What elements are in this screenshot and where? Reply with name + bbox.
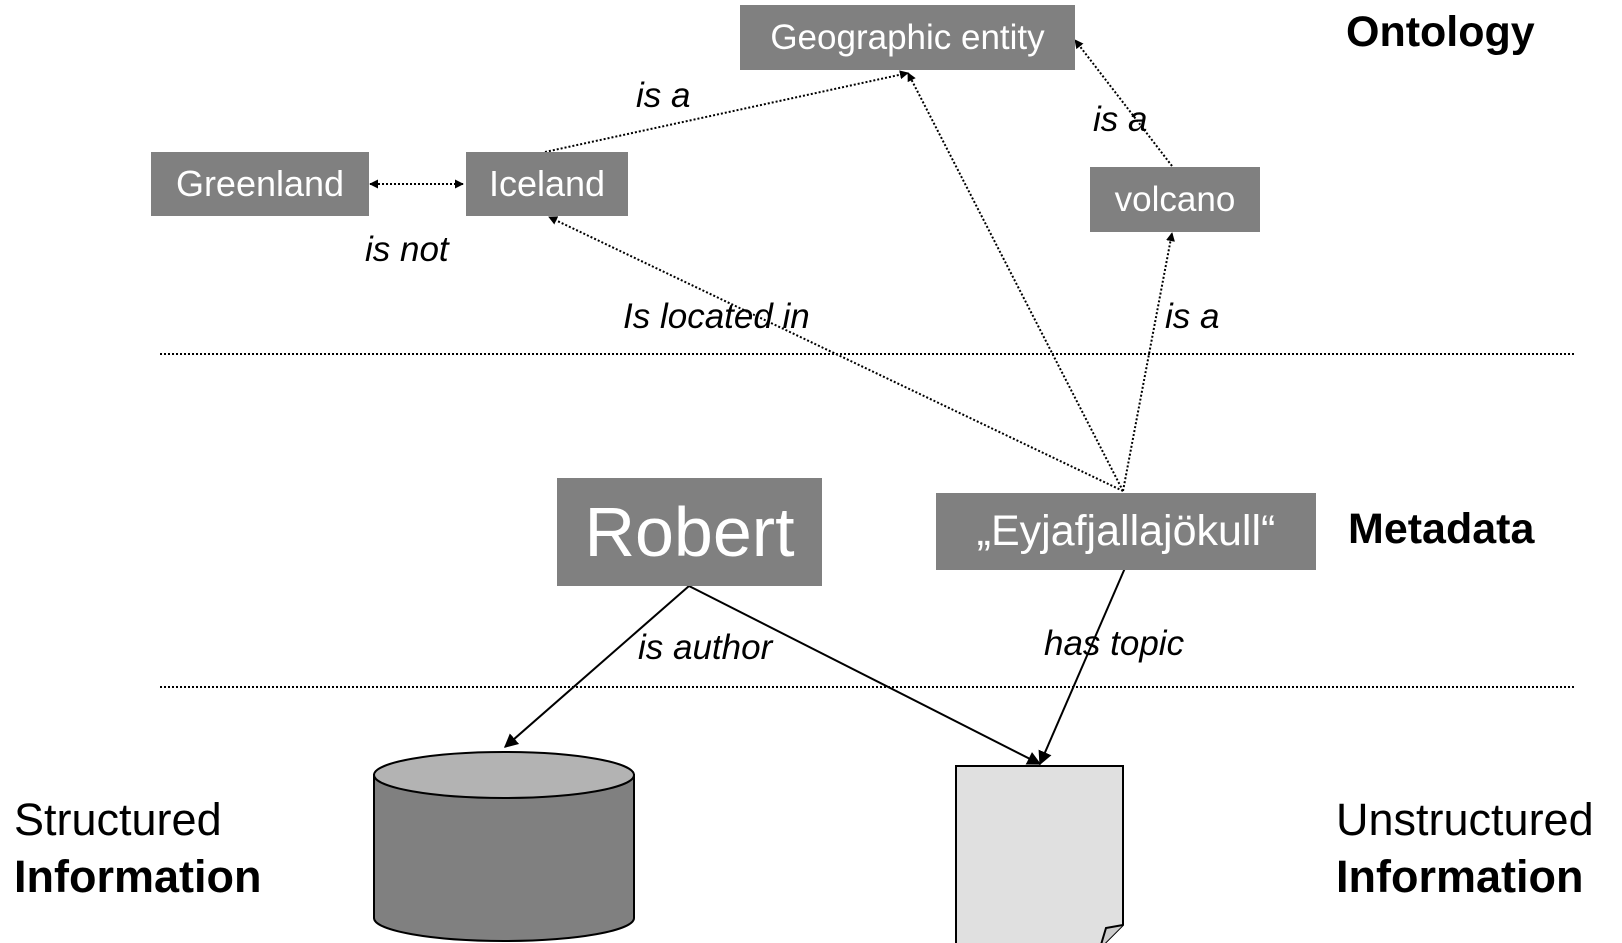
layer-title-ontology: Ontology — [1346, 8, 1535, 56]
database-cylinder-icon — [373, 751, 635, 942]
unstructured-information-label: Unstructured Information — [1336, 791, 1594, 905]
document-page-icon — [955, 765, 1124, 943]
edge-robert-is-author-database — [503, 585, 690, 748]
edge-eyjafjallajokull-to-geographic-entity — [907, 72, 1124, 492]
node-geographic-entity: Geographic entity — [740, 5, 1075, 70]
node-volcano: volcano — [1090, 167, 1260, 232]
node-greenland: Greenland — [151, 152, 369, 216]
relation-is-not: is not — [365, 230, 449, 269]
relation-has-topic: has topic — [1044, 624, 1185, 663]
node-robert-label: Robert — [584, 493, 795, 571]
edge-eyjafjallajokull-has-topic-document — [1038, 567, 1126, 766]
node-geographic-entity-label: Geographic entity — [770, 17, 1045, 57]
edge-iceland-is-a-geographic-entity — [544, 70, 909, 153]
structured-information-line1: Structured — [14, 794, 222, 845]
relation-iceland-is-a: is a — [636, 76, 691, 115]
edge-volcano-is-a-geographic-entity — [1074, 39, 1173, 167]
layer-title-metadata: Metadata — [1348, 505, 1535, 553]
relation-volcano-is-a: is a — [1093, 100, 1148, 139]
edge-eyjafjallajokull-is-a-volcano — [1122, 232, 1175, 492]
structured-information-line2: Information — [14, 851, 262, 902]
node-eyjafjallajokull-label: „Eyjafjallajökull“ — [976, 507, 1276, 555]
node-volcano-label: volcano — [1114, 179, 1236, 219]
relation-is-author: is author — [638, 628, 773, 667]
unstructured-information-line2: Information — [1336, 851, 1584, 902]
node-robert: Robert — [557, 478, 822, 586]
edge-robert-is-author-document — [688, 585, 1042, 765]
relation-is-located-in: Is located in — [623, 297, 810, 336]
node-eyjafjallajokull: „Eyjafjallajökull“ — [936, 493, 1316, 570]
node-iceland: Iceland — [466, 152, 628, 216]
structured-information-label: Structured Information — [14, 791, 261, 905]
node-iceland-label: Iceland — [488, 163, 606, 204]
relation-eyjafjallajokull-is-a: is a — [1165, 297, 1220, 336]
unstructured-information-line1: Unstructured — [1336, 794, 1594, 845]
node-greenland-label: Greenland — [175, 163, 345, 204]
